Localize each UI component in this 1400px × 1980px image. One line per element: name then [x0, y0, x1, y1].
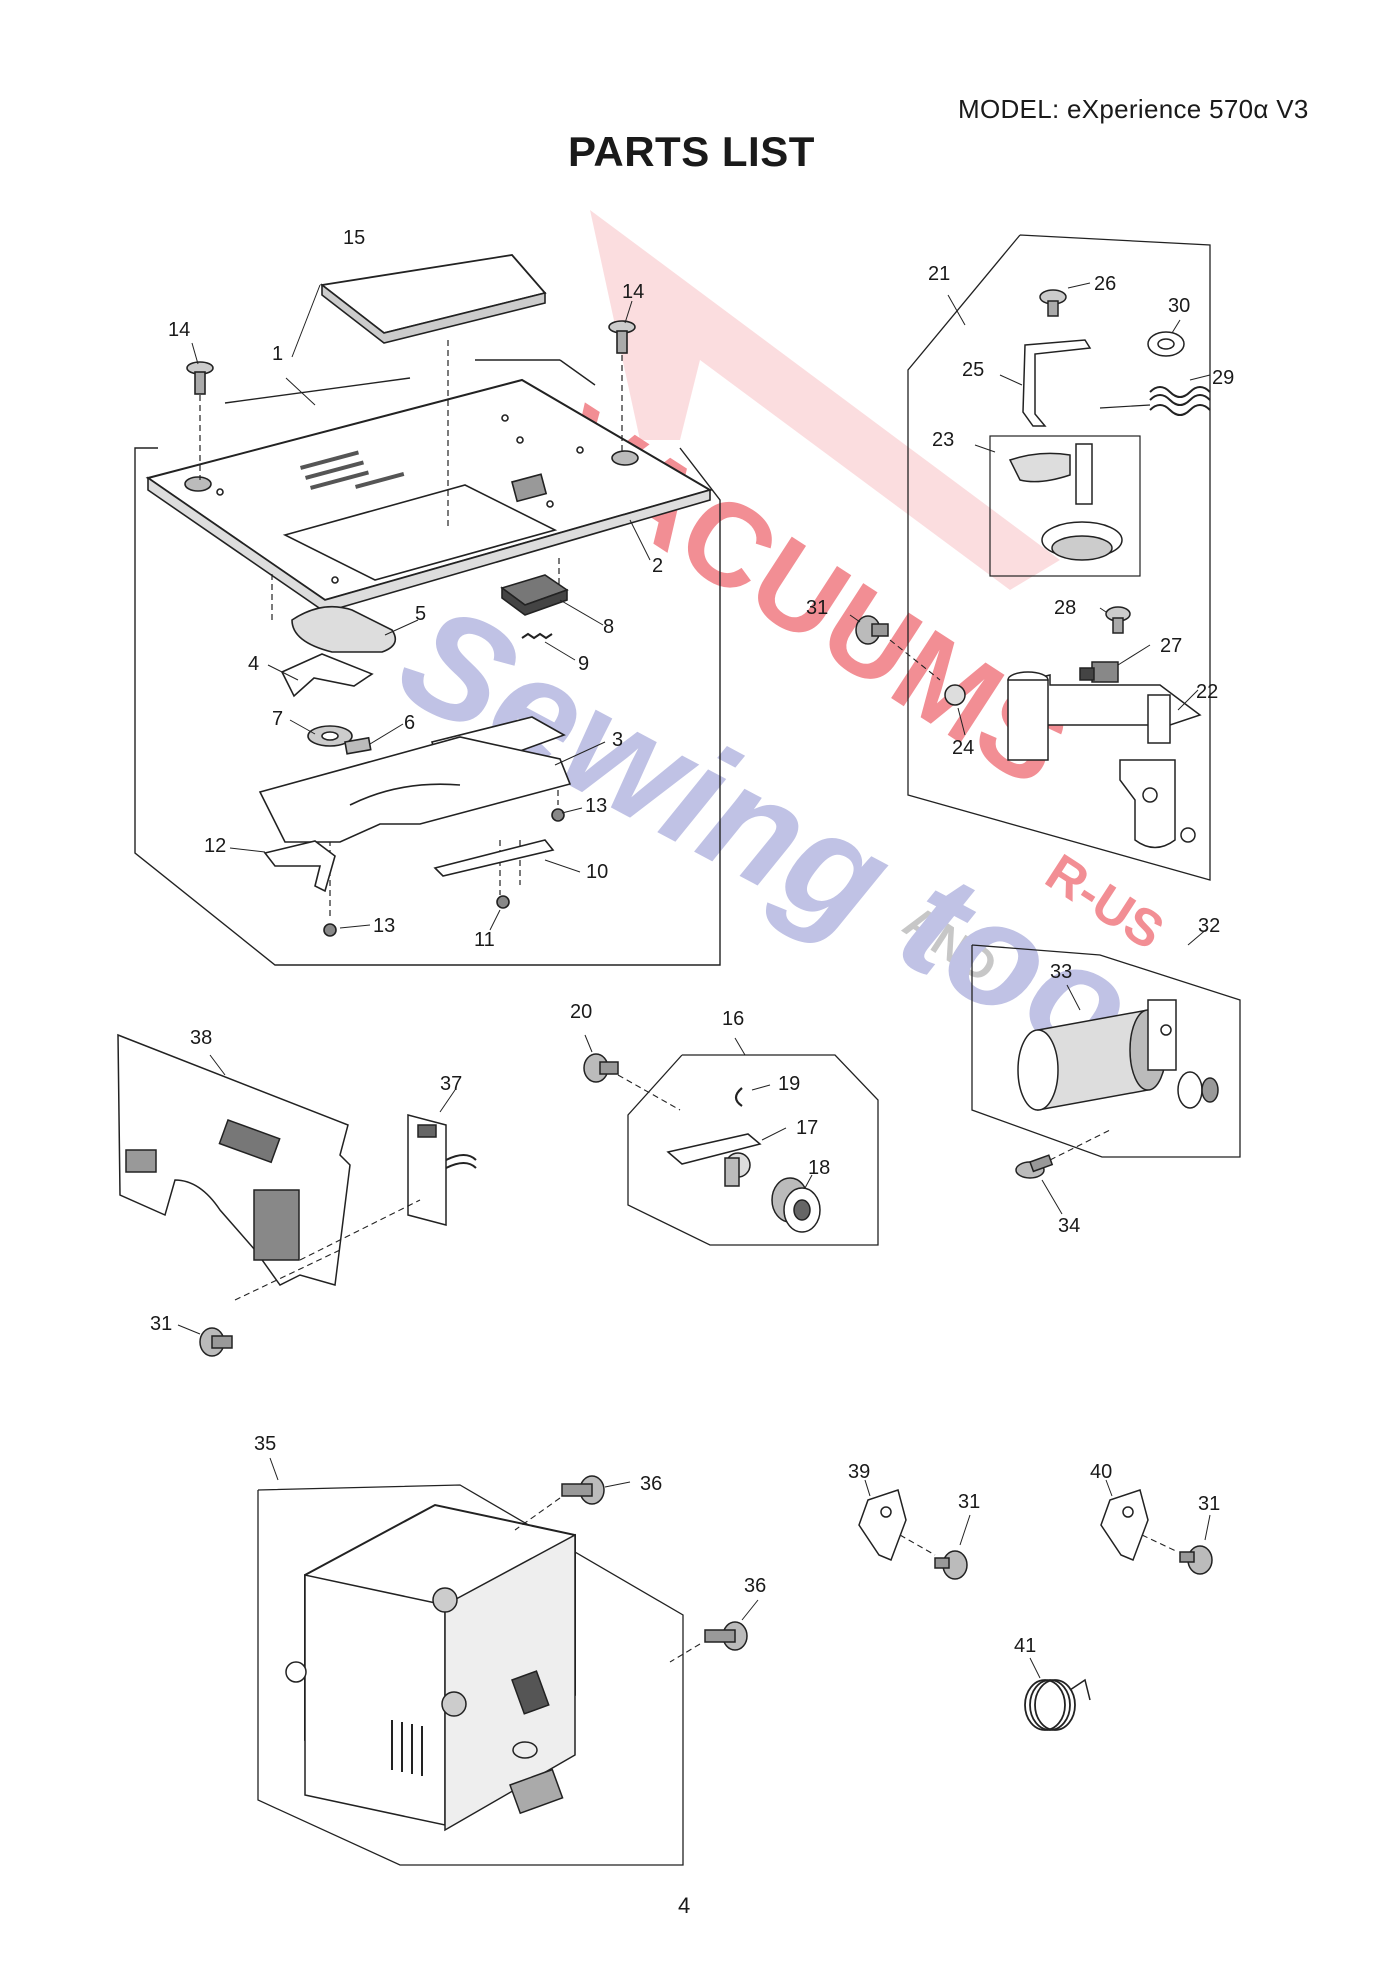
callout-35: 35: [254, 1433, 276, 1455]
callout-12: 12: [204, 835, 226, 857]
callout-17: 17: [796, 1117, 818, 1139]
callout-30: 30: [1168, 295, 1190, 317]
power-unit-group-35: [257, 1457, 759, 1866]
screw-11: [496, 895, 510, 909]
callout-14b: 14: [622, 281, 644, 303]
callout-22: 22: [1196, 681, 1218, 703]
callout-38: 38: [190, 1027, 212, 1049]
screw-14-right: [608, 320, 636, 354]
callout-28: 28: [1054, 597, 1076, 619]
callout-19: 19: [778, 1073, 800, 1095]
callout-24: 24: [952, 737, 974, 759]
spring-group-41: [1024, 1657, 1091, 1731]
model-label: MODEL: eXperience 570α V3: [958, 94, 1309, 124]
page-title: PARTS LIST: [568, 128, 815, 175]
callout-31b: 31: [150, 1313, 172, 1335]
callout-32: 32: [1198, 915, 1220, 937]
callout-18: 18: [808, 1157, 830, 1179]
callout-31a: 31: [806, 597, 828, 619]
callout-2: 2: [652, 555, 663, 577]
callout-5: 5: [415, 603, 426, 625]
needle-plate-group: [134, 254, 721, 966]
callout-41: 41: [1014, 1635, 1036, 1657]
panel-group-38: [117, 1033, 477, 1357]
callout-9: 9: [578, 653, 589, 675]
callout-31d: 31: [1198, 1493, 1220, 1515]
callout-8: 8: [603, 616, 614, 638]
callout-6: 6: [404, 712, 415, 734]
callout-1: 1: [272, 343, 283, 365]
callout-16: 16: [722, 1008, 744, 1030]
callout-labels: 1 2 3 4 5 6 7 8 9 10 11 12 13 13 14 14 1…: [150, 227, 1234, 1657]
bracket-group-21: [849, 234, 1211, 881]
callout-7: 7: [272, 708, 283, 730]
lever-group-16: [583, 1034, 879, 1246]
callout-20: 20: [570, 1001, 592, 1023]
callout-29: 29: [1212, 367, 1234, 389]
screw-14-left: [186, 361, 214, 395]
callout-15: 15: [343, 227, 365, 249]
callout-21: 21: [928, 263, 950, 285]
callout-13b: 13: [373, 915, 395, 937]
callout-23: 23: [932, 429, 954, 451]
callout-14a: 14: [168, 319, 190, 341]
motor-group-32: [971, 927, 1241, 1215]
callout-36a: 36: [640, 1473, 662, 1495]
callout-11: 11: [474, 929, 495, 951]
callout-31c: 31: [958, 1491, 980, 1513]
callout-40: 40: [1090, 1461, 1112, 1483]
bracket-group-39: [858, 1479, 971, 1580]
callout-3: 3: [612, 729, 623, 751]
screw-13b: [323, 923, 337, 937]
page-number: 4: [678, 1893, 691, 1918]
screw-13a: [551, 808, 565, 822]
callout-4: 4: [248, 653, 259, 675]
callout-13a: 13: [585, 795, 607, 817]
callout-26: 26: [1094, 273, 1116, 295]
callout-10: 10: [586, 861, 608, 883]
callout-34: 34: [1058, 1215, 1080, 1237]
callout-27: 27: [1160, 635, 1182, 657]
callout-25: 25: [962, 359, 984, 381]
callout-33: 33: [1050, 961, 1072, 983]
callout-36b: 36: [744, 1575, 766, 1597]
callout-39: 39: [848, 1461, 870, 1483]
callout-37: 37: [440, 1073, 462, 1095]
bracket-group-40: [1100, 1479, 1213, 1575]
